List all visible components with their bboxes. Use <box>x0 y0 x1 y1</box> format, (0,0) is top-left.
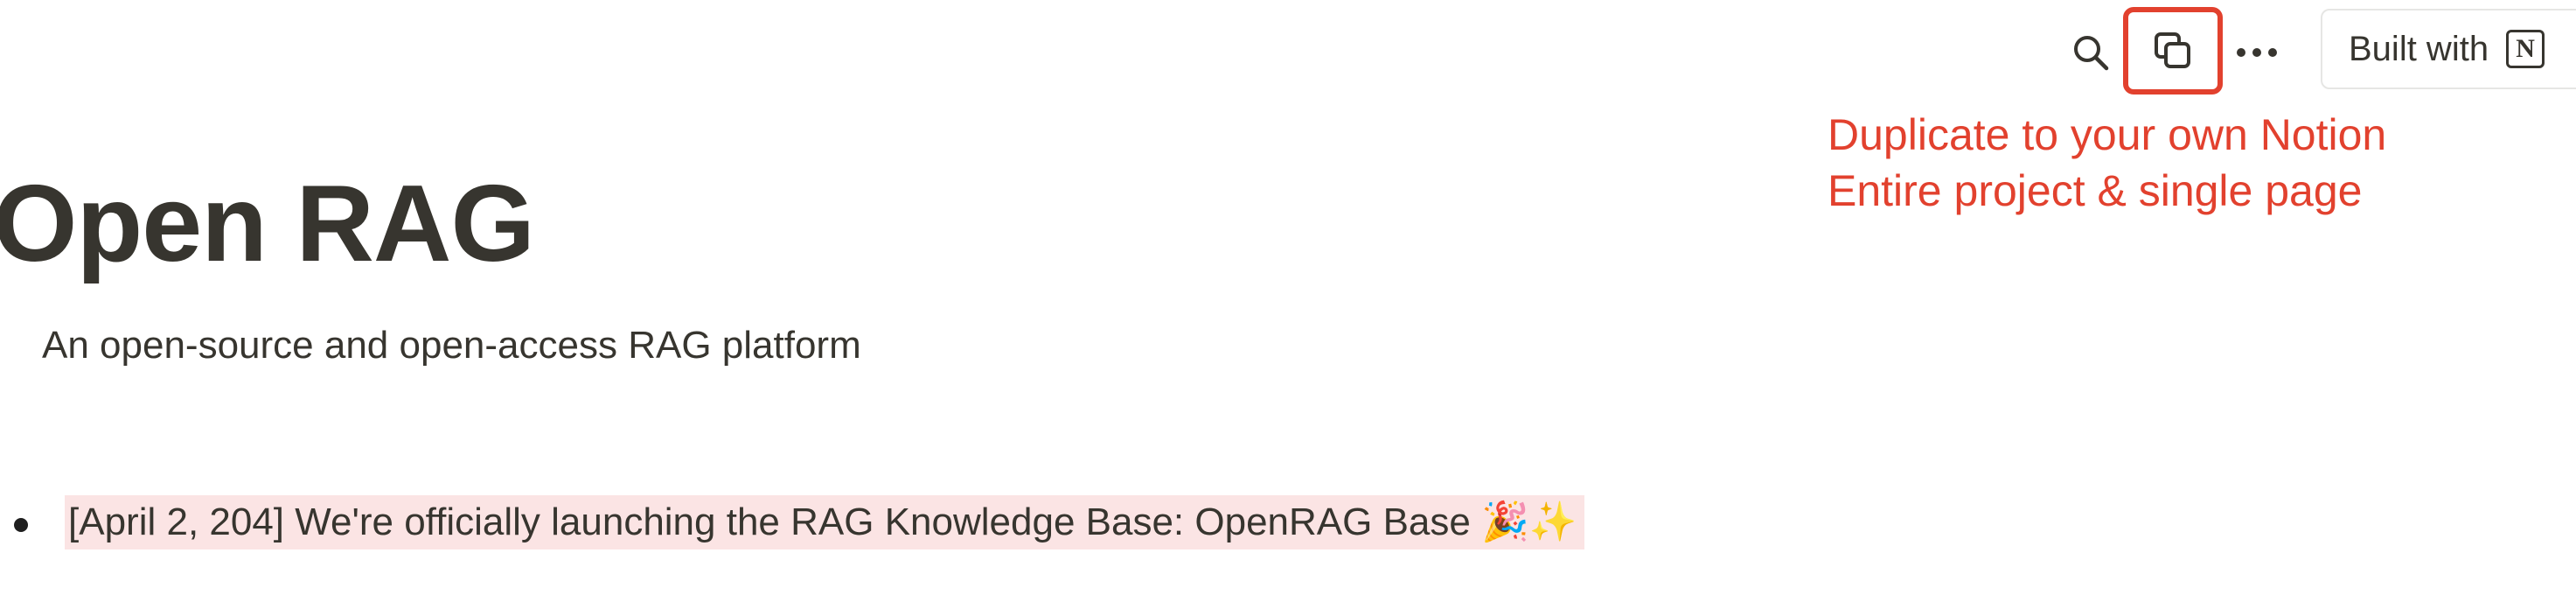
notion-logo-icon: N <box>2506 30 2545 68</box>
built-with-label: Built with <box>2349 29 2489 68</box>
annotation-line-2: Entire project & single page <box>1828 166 2363 215</box>
annotation-line-1: Duplicate to your own Notion <box>1828 110 2387 159</box>
duplicate-highlight-box <box>2123 7 2223 94</box>
notion-logo-letter: N <box>2516 34 2535 63</box>
duplicate-button[interactable] <box>2123 7 2223 94</box>
more-icon <box>2237 48 2277 57</box>
search-button[interactable] <box>2060 26 2121 79</box>
bullet-dot-icon <box>14 518 28 532</box>
list-item: [April 2, 204] We're officially launchin… <box>0 495 1584 550</box>
page-title: Open RAG <box>0 164 535 284</box>
page-subtitle: An open-source and open-access RAG platf… <box>42 324 861 367</box>
announcement-text[interactable]: [April 2, 204] We're officially launchin… <box>65 495 1584 550</box>
more-options-button[interactable] <box>2228 26 2286 79</box>
search-icon <box>2074 36 2109 71</box>
duplicate-annotation: Duplicate to your own Notion Entire proj… <box>1828 107 2386 219</box>
top-toolbar: Built with N <box>0 0 2576 105</box>
bullet-list: [April 2, 204] We're officially launchin… <box>0 495 1584 550</box>
duplicate-icon <box>2155 32 2190 68</box>
built-with-notion-button[interactable]: Built with N <box>2321 9 2576 89</box>
